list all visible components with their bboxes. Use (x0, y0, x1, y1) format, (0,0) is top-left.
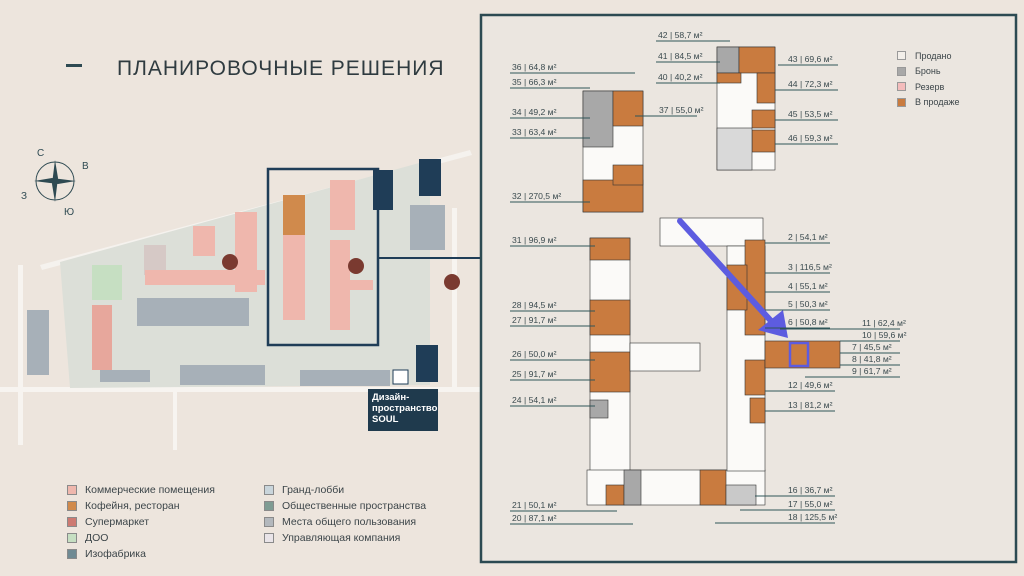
unit-label[interactable]: 44 | 72,3 м² (788, 79, 833, 89)
unit-label[interactable]: 24 | 54,1 м² (512, 395, 557, 405)
unit-label[interactable]: 6 | 50,8 м² (788, 317, 828, 327)
legend-swatch (264, 517, 274, 527)
legend-label: Бронь (915, 66, 941, 77)
legend-label: ДОО (85, 532, 109, 544)
unit-label[interactable]: 13 | 81,2 м² (788, 400, 833, 410)
compass-icon: С В З Ю (21, 148, 89, 218)
unit-label[interactable]: 25 | 91,7 м² (512, 369, 557, 379)
unit-label[interactable]: 40 | 40,2 м² (658, 72, 703, 82)
compass-south: Ю (64, 207, 74, 218)
legend-label: В продаже (915, 97, 960, 108)
unit-label[interactable]: 46 | 59,3 м² (788, 133, 833, 143)
unit-label[interactable]: 7 | 45,5 м² (852, 342, 892, 352)
unit-label[interactable]: 34 | 49,2 м² (512, 107, 557, 117)
legend-item: Изофабрика (67, 546, 215, 562)
legend-swatch (264, 485, 274, 495)
unit-labels: 42 | 58,7 м² 41 | 84,5 м² 40 | 40,2 м² 36 |… (510, 30, 907, 525)
design-space-soul-label[interactable]: Дизайн- пространство SOUL (368, 389, 438, 431)
legend-item: Общественные пространства (264, 498, 426, 514)
legend-item: Супермаркет (67, 514, 215, 530)
legend-item: Места общего пользования (264, 514, 426, 530)
unit-label[interactable]: 26 | 50,0 м² (512, 349, 557, 359)
legend-swatch (67, 533, 77, 543)
unit-label[interactable]: 8 | 41,8 м² (852, 354, 892, 364)
surrounding-buildings (27, 205, 445, 386)
unit-label[interactable]: 37 | 55,0 м² (659, 105, 704, 115)
unit-label[interactable]: 17 | 55,0 м² (788, 499, 833, 509)
legend-item: Бронь (897, 64, 959, 80)
legend-item: Кофейня, ресторан (67, 498, 215, 514)
compass-west: З (21, 191, 27, 202)
selected-unit-highlight[interactable] (788, 341, 810, 368)
legend-swatch (897, 82, 906, 92)
legend-item: Управляющая компания (264, 530, 426, 546)
legend-item: ДОО (67, 530, 215, 546)
legend-swatch (897, 97, 906, 107)
unit-label[interactable]: 18 | 125,5 м² (788, 512, 837, 522)
unit-label[interactable]: 33 | 63,4 м² (512, 127, 557, 137)
unit-label[interactable]: 4 | 55,1 м² (788, 281, 828, 291)
title-dash (66, 64, 82, 67)
legend-swatch (67, 485, 77, 495)
compass-east: В (82, 161, 89, 172)
legend-label: Изофабрика (85, 548, 146, 560)
unit-label[interactable]: 3 | 116,5 м² (788, 262, 832, 272)
unit-label[interactable]: 11 | 62,4 м² (862, 318, 906, 328)
unit-label[interactable]: 12 | 49,6 м² (788, 380, 833, 390)
legend-item: Продано (897, 48, 959, 64)
unit-label[interactable]: 2 | 54,1 м² (788, 232, 828, 242)
unit-label[interactable]: 9 | 61,7 м² (852, 366, 892, 376)
legend-swatch (67, 501, 77, 511)
design-space-line2: пространство (372, 403, 438, 414)
legend-item: В продаже (897, 95, 959, 111)
unit-label[interactable]: 43 | 69,6 м² (788, 54, 833, 64)
highlight-arrow-icon (677, 218, 788, 338)
design-space-line1: Дизайн- (372, 392, 410, 403)
legend-label: Коммерческие помещения (85, 484, 215, 496)
legend-label: Гранд-лобби (282, 484, 345, 496)
legend-label: Места общего пользования (282, 516, 417, 528)
legend-label: Супермаркет (85, 516, 150, 528)
legend-swatch (67, 549, 77, 559)
unit-label[interactable]: 41 | 84,5 м² (658, 51, 703, 61)
legend-label: Продано (915, 50, 952, 61)
design-space-line3: SOUL (372, 414, 399, 425)
legend-label: Резерв (915, 81, 945, 92)
legend-swatch (897, 66, 906, 76)
residential-blocks (92, 180, 460, 370)
legend-item: Резерв (897, 79, 959, 95)
unit-label[interactable]: 10 | 59,6 м² (862, 330, 907, 340)
legend-swatch (264, 501, 274, 511)
unit-label[interactable]: 32 | 270,5 м² (512, 191, 561, 201)
unit-label[interactable]: 21 | 50,1 м² (512, 500, 557, 510)
legend-swatch (897, 51, 906, 61)
unit-label[interactable]: 35 | 66,3 м² (512, 77, 557, 87)
legend-item: Гранд-лобби (264, 482, 426, 498)
compass-north: С (37, 148, 44, 159)
unit-label[interactable]: 31 | 96,9 м² (512, 235, 557, 245)
legend-label: Общественные пространства (282, 500, 427, 512)
legend-label: Кофейня, ресторан (85, 500, 180, 512)
floor-plan (582, 46, 841, 506)
legend-label: Управляющая компания (282, 532, 401, 544)
unit-label[interactable]: 42 | 58,7 м² (658, 30, 703, 40)
unit-label[interactable]: 28 | 94,5 м² (512, 300, 557, 310)
unit-label[interactable]: 36 | 64,8 м² (512, 62, 557, 72)
soul-marker-icon (392, 369, 409, 385)
unit-label[interactable]: 20 | 87,1 м² (512, 513, 557, 523)
legend-swatch (264, 533, 274, 543)
legend-item: Коммерческие помещения (67, 482, 215, 498)
page-title: ПЛАНИРОВОЧНЫЕ РЕШЕНИЯ (117, 57, 445, 80)
unit-label[interactable]: 5 | 50,3 м² (788, 299, 828, 309)
unit-label[interactable]: 16 | 36,7 м² (788, 485, 833, 495)
legend-swatch (67, 517, 77, 527)
unit-label[interactable]: 45 | 53,5 м² (788, 109, 833, 119)
unit-label[interactable]: 27 | 91,7 м² (512, 315, 557, 325)
